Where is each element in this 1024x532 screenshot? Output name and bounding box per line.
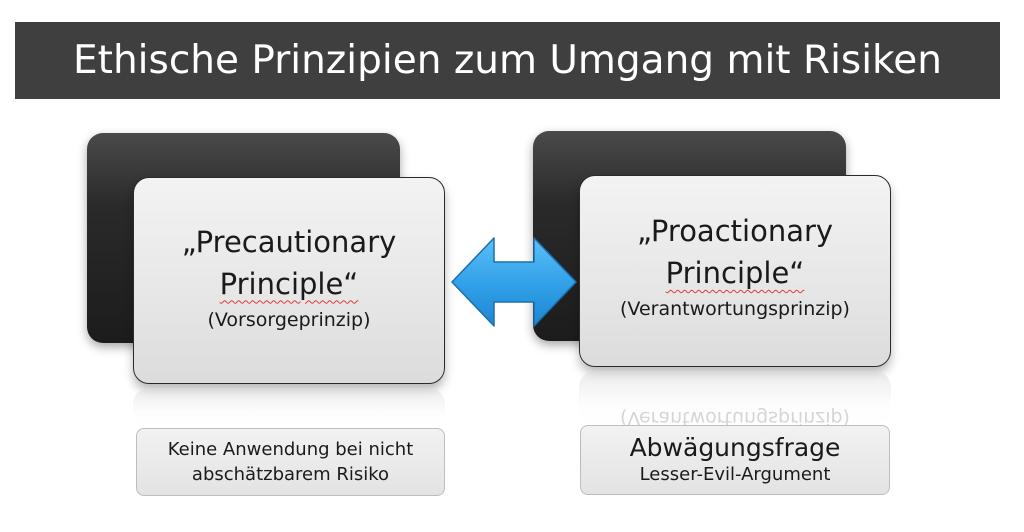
precautionary-name-line1: „Precautionary [181,224,397,259]
right-card-reflection: (Verantwortungsprinzip) [579,371,891,426]
double-headed-arrow-icon [451,237,577,327]
precautionary-info-line1: Keine Anwendung bei nicht [167,439,414,460]
title-bar: Ethische Prinzipien zum Umgang mit Risik… [15,22,1000,99]
proactionary-subtitle-reflection: (Verantwortungsprinzip) [620,407,850,426]
precautionary-subtitle: (Vorsorgeprinzip) [207,308,371,331]
precautionary-info-line2: abschätzbarem Risiko [191,464,390,485]
precautionary-name-line2: Principle“ [219,266,359,301]
precautionary-principle-card: „Precautionary Principle“ (Vorsorgeprinz… [133,177,445,384]
arrow-shape [451,237,577,327]
proactionary-name-line1: „Proactionary [636,214,834,248]
proactionary-subtitle: (Verantwortungsprinzip) [620,298,850,320]
proactionary-principle-name: „Proactionary Principle“ [637,210,833,294]
proactionary-info-subtitle: Lesser-Evil-Argument [639,464,831,485]
precautionary-info-box: Keine Anwendung bei nicht abschätzbarem … [136,428,445,496]
proactionary-principle-card: „Proactionary Principle“ (Verantwortungs… [579,175,891,367]
left-card-reflection [133,388,445,428]
proactionary-info-title: Abwägungsfrage [629,433,841,462]
slide-title: Ethische Prinzipien zum Umgang mit Risik… [73,38,942,83]
proactionary-name-line2: Principle“ [665,256,805,290]
proactionary-info-box: Abwägungsfrage Lesser-Evil-Argument [580,425,890,495]
precautionary-principle-name: „Precautionary Principle“ [182,221,397,305]
